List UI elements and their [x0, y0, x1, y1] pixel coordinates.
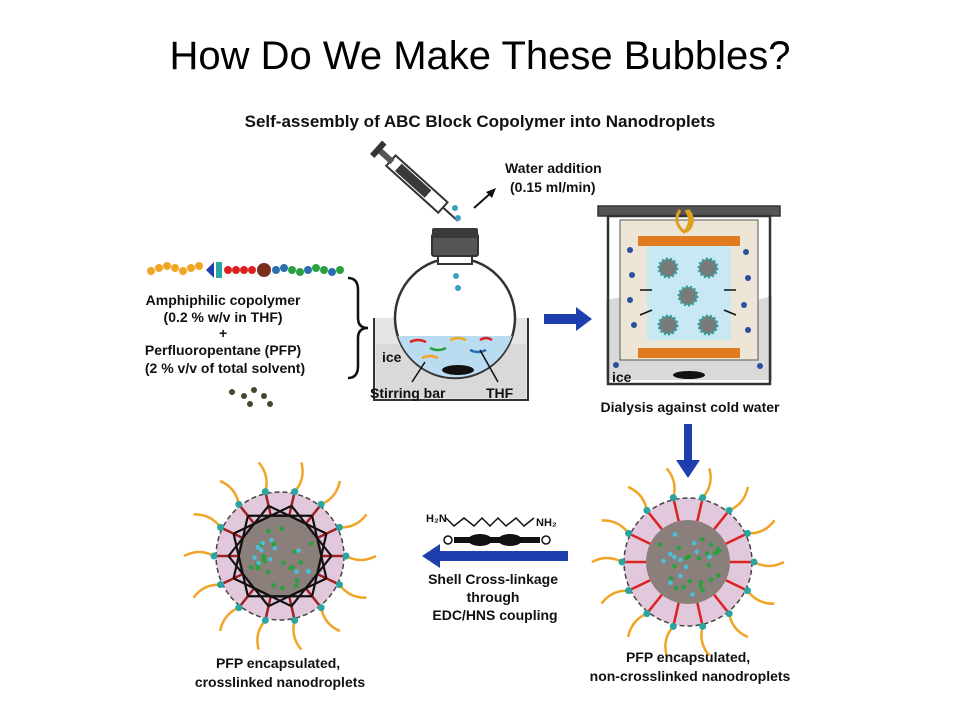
ice-label-2: ice: [612, 369, 632, 385]
water-addition-arrow: [473, 188, 496, 209]
crosslinked-caption: PFP encapsulated, crosslinked nanodrople…: [195, 655, 366, 690]
round-flask-icon: [393, 228, 517, 380]
flask-drops: [453, 273, 461, 291]
ice-label-1: ice: [382, 349, 402, 365]
crosslinking-line-2: through: [467, 589, 520, 605]
arrow-left-icon: [422, 544, 568, 568]
arrow-right-icon: [544, 307, 592, 331]
crosslinking-line-3: EDC/HNS coupling: [432, 607, 557, 623]
stirring-bar-pointer: [411, 361, 426, 383]
syringe-icon: [370, 140, 459, 222]
crosslinker-molecule: H₂N NH₂: [426, 513, 557, 546]
diffusion-arrows: [639, 289, 737, 316]
stirring-bar-label: Stirring bar: [370, 385, 446, 401]
water-addition-line-2: (0.15 ml/min): [510, 179, 596, 195]
left-amine-label: H₂N: [426, 513, 447, 525]
pfp-concentration: (2 % v/v of total solvent): [145, 360, 305, 376]
plus-sign: +: [219, 325, 227, 341]
polymer-strands: [409, 336, 493, 360]
crosslinking-step-label: Shell Cross-linkage through EDC/HNS coup…: [428, 571, 562, 623]
noncrosslinked-caption: PFP encapsulated, non-crosslinked nanodr…: [590, 649, 791, 684]
brace-icon: [347, 276, 369, 380]
thf-label: THF: [486, 385, 514, 401]
pfp-droplets-icon: [229, 387, 273, 407]
copolymer-chain-icon: [147, 262, 344, 278]
right-amine-label: NH₂: [536, 517, 557, 529]
copolymer-concentration: (0.2 % w/v in THF): [164, 309, 283, 325]
crosslinked-caption-line-2: crosslinked nanodroplets: [195, 674, 366, 690]
slide-title: How Do We Make These Bubbles?: [169, 34, 791, 78]
crosslinked-caption-line-1: PFP encapsulated,: [216, 655, 340, 671]
water-addition-line-1: Water addition: [505, 160, 602, 176]
noncrosslinked-caption-line-2: non-crosslinked nanodroplets: [590, 668, 791, 684]
copolymer-label: Amphiphilic copolymer: [146, 292, 301, 308]
crosslinking-line-1: Shell Cross-linkage: [428, 571, 558, 587]
crosslinked-nanodroplet: [183, 461, 377, 651]
water-drops: [452, 205, 461, 221]
pfp-label: Perfluoropentane (PFP): [145, 342, 301, 358]
noncrosslinked-caption-line-1: PFP encapsulated,: [626, 649, 750, 665]
water-dots: [613, 247, 763, 369]
noncrosslinked-nanodroplet: [591, 467, 785, 657]
water-addition-label: Water addition (0.15 ml/min): [505, 160, 606, 195]
dialysis-label: Dialysis against cold water: [601, 399, 781, 415]
self-assembly-diagram: Self-assembly of ABC Block Copolymer int…: [145, 112, 791, 690]
diagram-heading: Self-assembly of ABC Block Copolymer int…: [245, 112, 716, 131]
thf-pointer: [479, 349, 499, 383]
arrow-down-icon: [676, 424, 700, 478]
mixture-labels: Amphiphilic copolymer (0.2 % w/v in THF)…: [145, 292, 305, 376]
nanodroplets-in-dialysis: [657, 257, 719, 336]
stirring-bar-icon: [442, 365, 474, 375]
